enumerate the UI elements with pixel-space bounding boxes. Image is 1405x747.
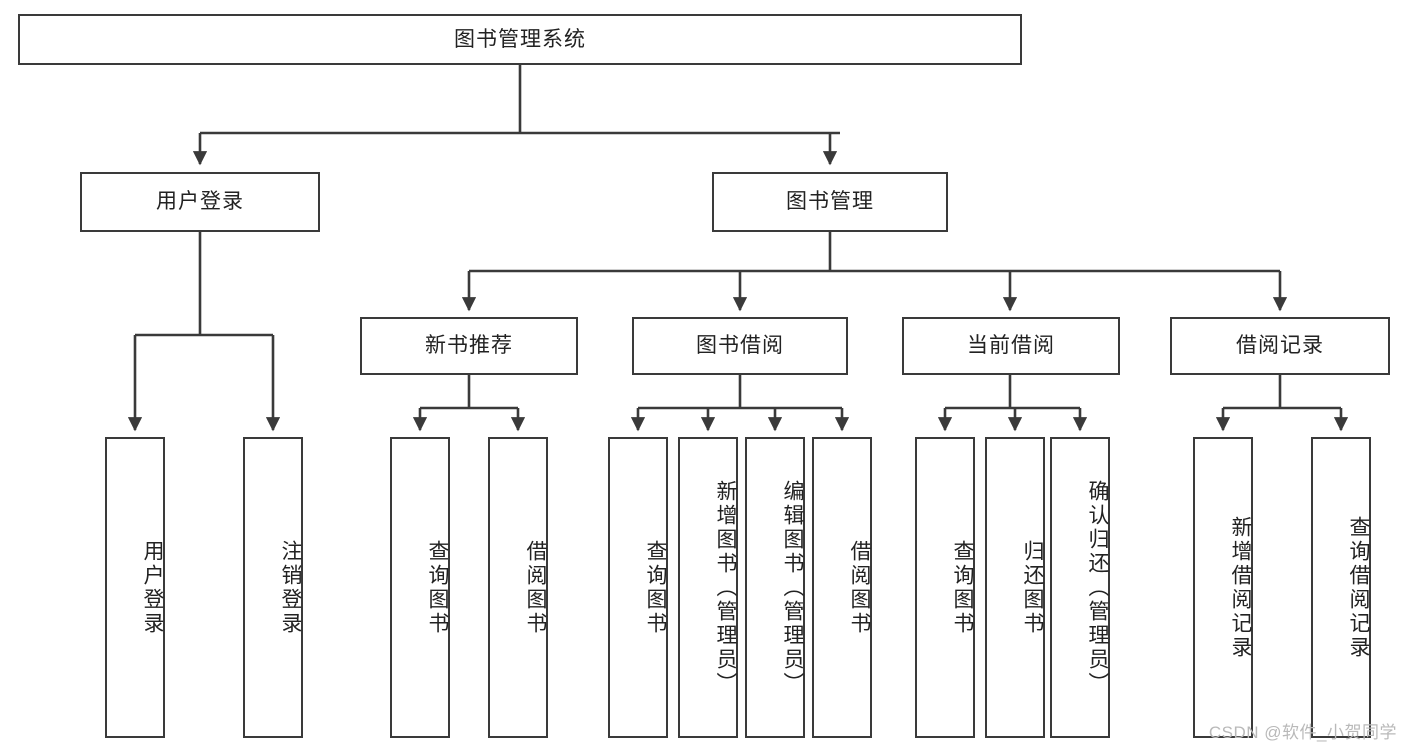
node-label: 新书推荐 bbox=[425, 334, 513, 358]
node-label: 编辑图书（管理员） bbox=[781, 479, 804, 696]
leaf-book-borrow-query-book[interactable]: 查询图书 bbox=[608, 437, 668, 738]
leaf-current-borrow-query-book[interactable]: 查询图书 bbox=[915, 437, 975, 738]
node-label: 查询图书 bbox=[951, 539, 974, 636]
node-label: 图书借阅 bbox=[696, 334, 784, 358]
node-book-borrow[interactable]: 图书借阅 bbox=[632, 317, 848, 375]
node-new-book-recommend[interactable]: 新书推荐 bbox=[360, 317, 578, 375]
leaf-book-borrow-borrow-book[interactable]: 借阅图书 bbox=[812, 437, 872, 738]
leaf-user-login-login[interactable]: 用户登录 bbox=[105, 437, 165, 738]
leaf-borrow-record-query-record[interactable]: 查询借阅记录 bbox=[1311, 437, 1371, 738]
leaf-new-book-query-book[interactable]: 查询图书 bbox=[390, 437, 450, 738]
leaf-user-login-logout[interactable]: 注销登录 bbox=[243, 437, 303, 738]
node-label: 当前借阅 bbox=[967, 334, 1055, 358]
leaf-borrow-record-add-record[interactable]: 新增借阅记录 bbox=[1193, 437, 1253, 738]
node-user-login[interactable]: 用户登录 bbox=[80, 172, 320, 232]
node-label: 确认归还（管理员） bbox=[1086, 479, 1109, 696]
node-label: 借阅图书 bbox=[848, 539, 871, 636]
node-current-borrow[interactable]: 当前借阅 bbox=[902, 317, 1120, 375]
node-label: 用户登录 bbox=[141, 539, 164, 636]
node-borrow-record[interactable]: 借阅记录 bbox=[1170, 317, 1390, 375]
node-label: 查询借阅记录 bbox=[1347, 515, 1370, 660]
csdn-watermark: CSDN @软件_小贺同学 bbox=[1208, 723, 1397, 742]
node-label: 用户登录 bbox=[156, 190, 244, 214]
leaf-book-borrow-add-book-admin[interactable]: 新增图书（管理员） bbox=[678, 437, 738, 738]
node-label: 图书管理系统 bbox=[454, 27, 586, 51]
leaf-book-borrow-edit-book-admin[interactable]: 编辑图书（管理员） bbox=[745, 437, 805, 738]
node-label: 新增借阅记录 bbox=[1229, 515, 1252, 660]
node-label: 查询图书 bbox=[644, 539, 667, 636]
node-label: 借阅记录 bbox=[1236, 334, 1324, 358]
node-label: 新增图书（管理员） bbox=[714, 479, 737, 696]
node-label: 注销登录 bbox=[279, 539, 302, 636]
node-label: 归还图书 bbox=[1021, 539, 1044, 636]
leaf-current-borrow-return-book[interactable]: 归还图书 bbox=[985, 437, 1045, 738]
node-book-management[interactable]: 图书管理 bbox=[712, 172, 948, 232]
leaf-new-book-borrow-book[interactable]: 借阅图书 bbox=[488, 437, 548, 738]
node-root-book-management-system[interactable]: 图书管理系统 bbox=[18, 14, 1022, 65]
node-label: 查询图书 bbox=[426, 539, 449, 636]
node-label: 借阅图书 bbox=[524, 539, 547, 636]
leaf-current-borrow-confirm-return-admin[interactable]: 确认归还（管理员） bbox=[1050, 437, 1110, 738]
node-label: 图书管理 bbox=[786, 190, 874, 214]
